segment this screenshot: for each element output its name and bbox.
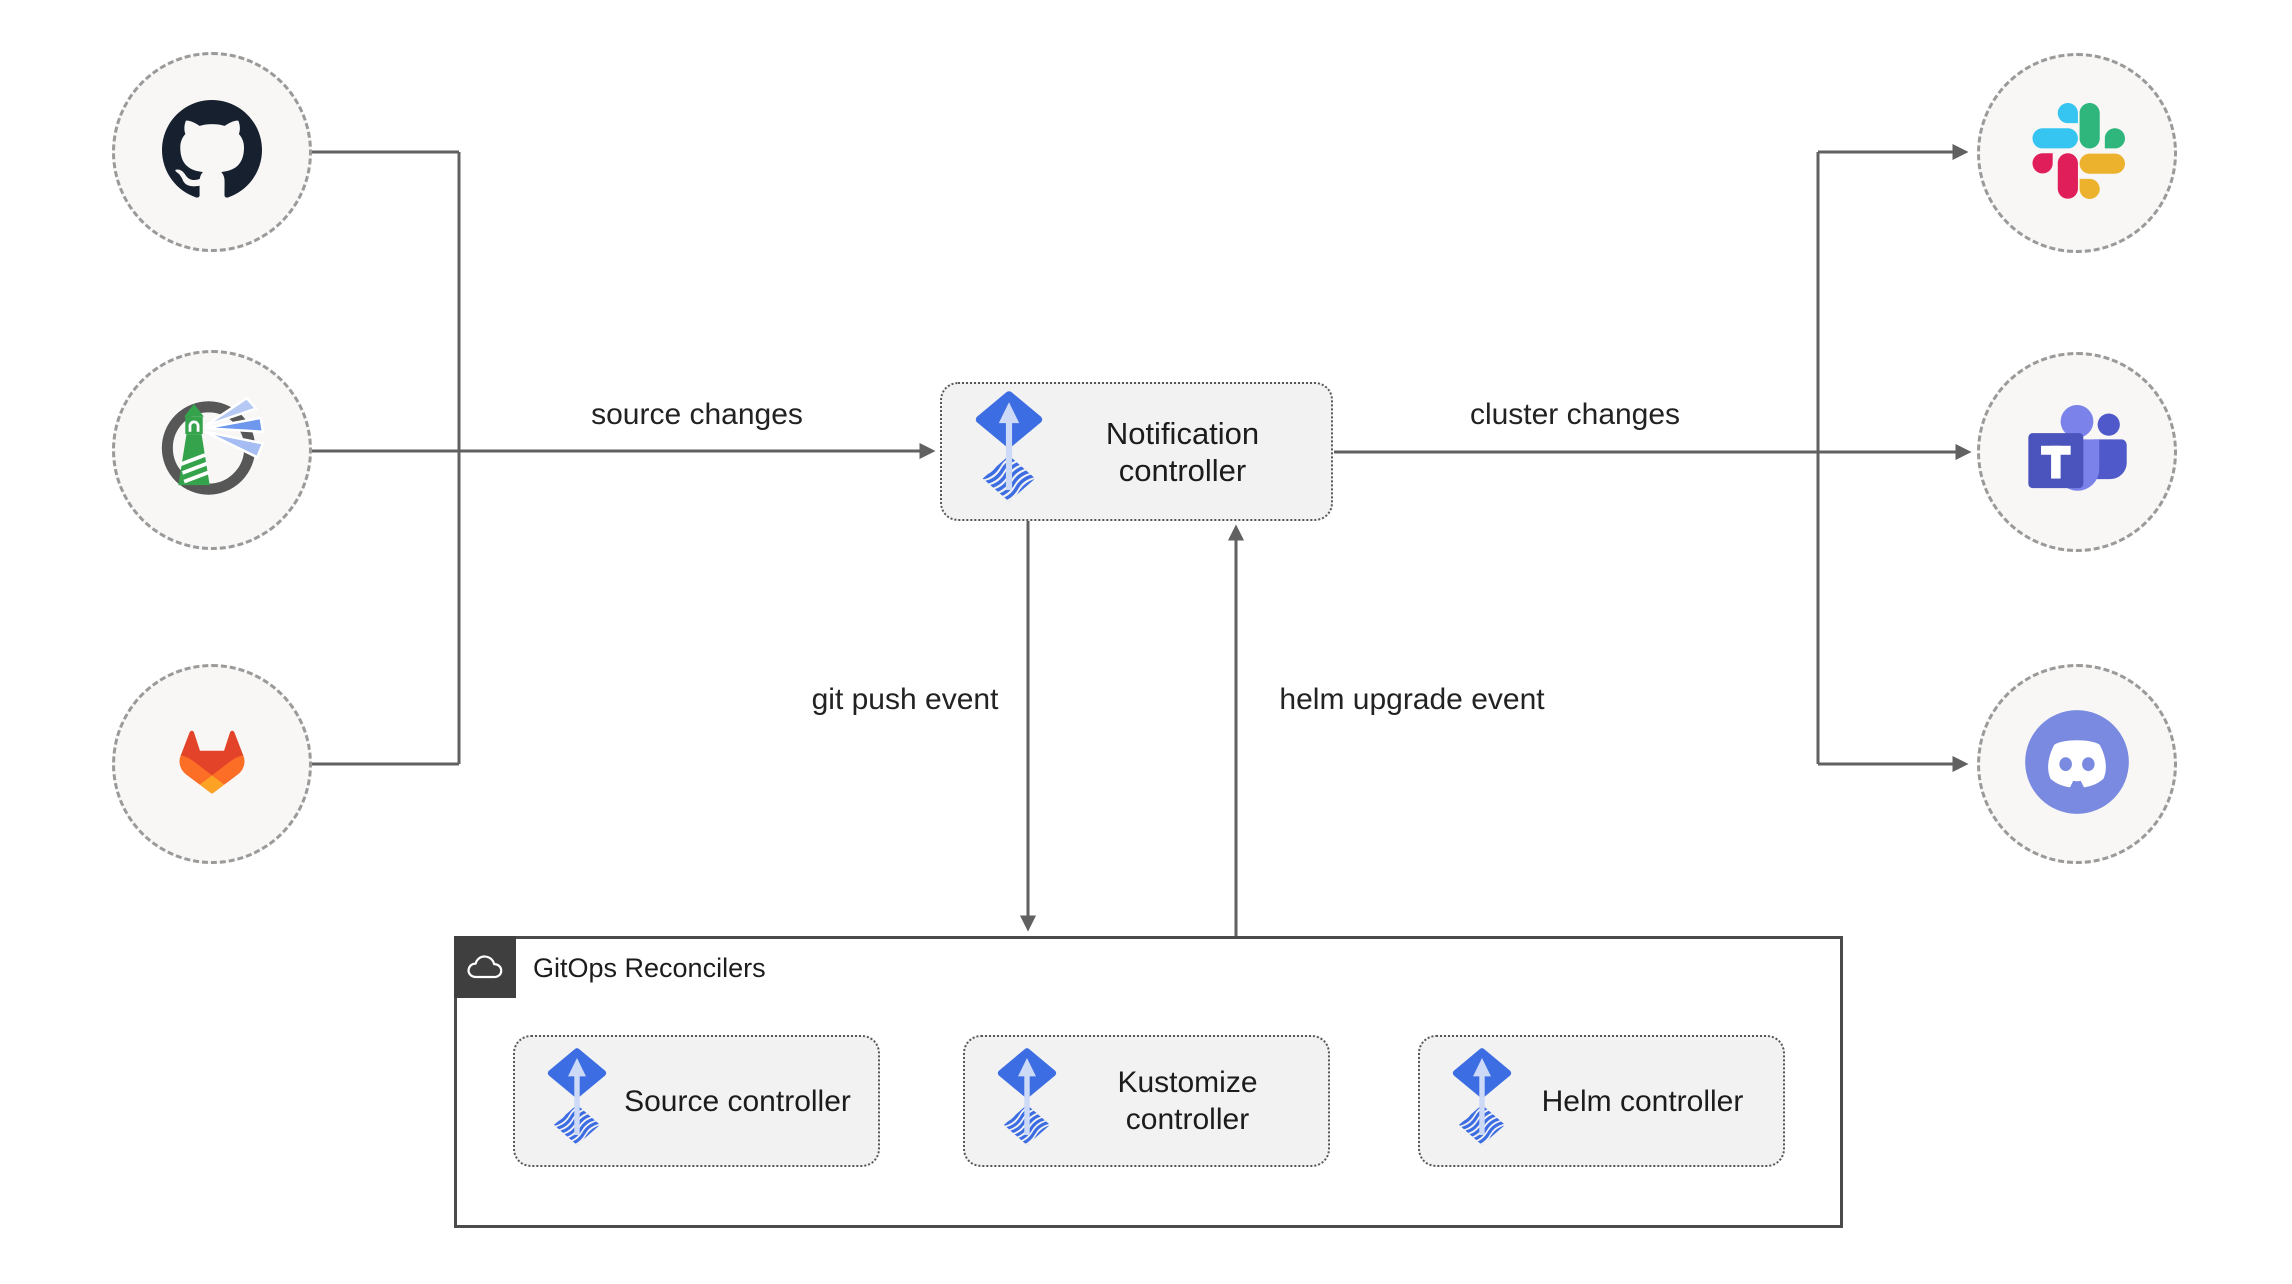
node-slack xyxy=(1977,53,2177,253)
node-harbor xyxy=(112,350,312,550)
flux-icon xyxy=(991,1048,1063,1155)
harbor-icon xyxy=(154,390,270,511)
group-title: GitOps Reconcilers xyxy=(533,953,766,983)
discord-icon xyxy=(2023,708,2131,821)
helm-controller-label: Helm controller xyxy=(1541,1084,1744,1118)
group-badge xyxy=(454,936,516,998)
slack-icon xyxy=(2029,102,2125,204)
edge-label-helm-upgrade-event: helm upgrade event xyxy=(1279,683,1545,716)
node-discord xyxy=(1977,664,2177,864)
notification-controller-box: Notification controller xyxy=(940,382,1333,521)
kustomize-controller-box: Kustomize controller xyxy=(963,1035,1330,1167)
edge-label-source-changes: source changes xyxy=(591,398,803,431)
kustomize-controller-label: Kustomize controller xyxy=(1117,1066,1258,1136)
flux-icon xyxy=(968,391,1050,512)
source-controller-label: Source controller xyxy=(624,1084,851,1118)
node-gitlab xyxy=(112,664,312,864)
node-microsoft-teams xyxy=(1977,352,2177,552)
teams-icon xyxy=(2022,401,2132,504)
github-icon xyxy=(162,99,262,205)
flux-icon xyxy=(541,1048,613,1155)
helm-controller-box: Helm controller xyxy=(1418,1035,1785,1167)
notification-controller-label: Notification controller xyxy=(1105,415,1260,488)
node-github xyxy=(112,52,312,252)
gitops-reconcilers-group: GitOps Reconcilers Source controller Kus… xyxy=(454,936,1843,1228)
edge-label-cluster-changes: cluster changes xyxy=(1469,398,1681,431)
gitlab-icon xyxy=(148,698,276,831)
cloud-icon xyxy=(462,945,508,990)
flux-icon xyxy=(1446,1048,1518,1155)
source-controller-box: Source controller xyxy=(513,1035,880,1167)
edge-label-git-push-event: git push event xyxy=(811,683,999,716)
